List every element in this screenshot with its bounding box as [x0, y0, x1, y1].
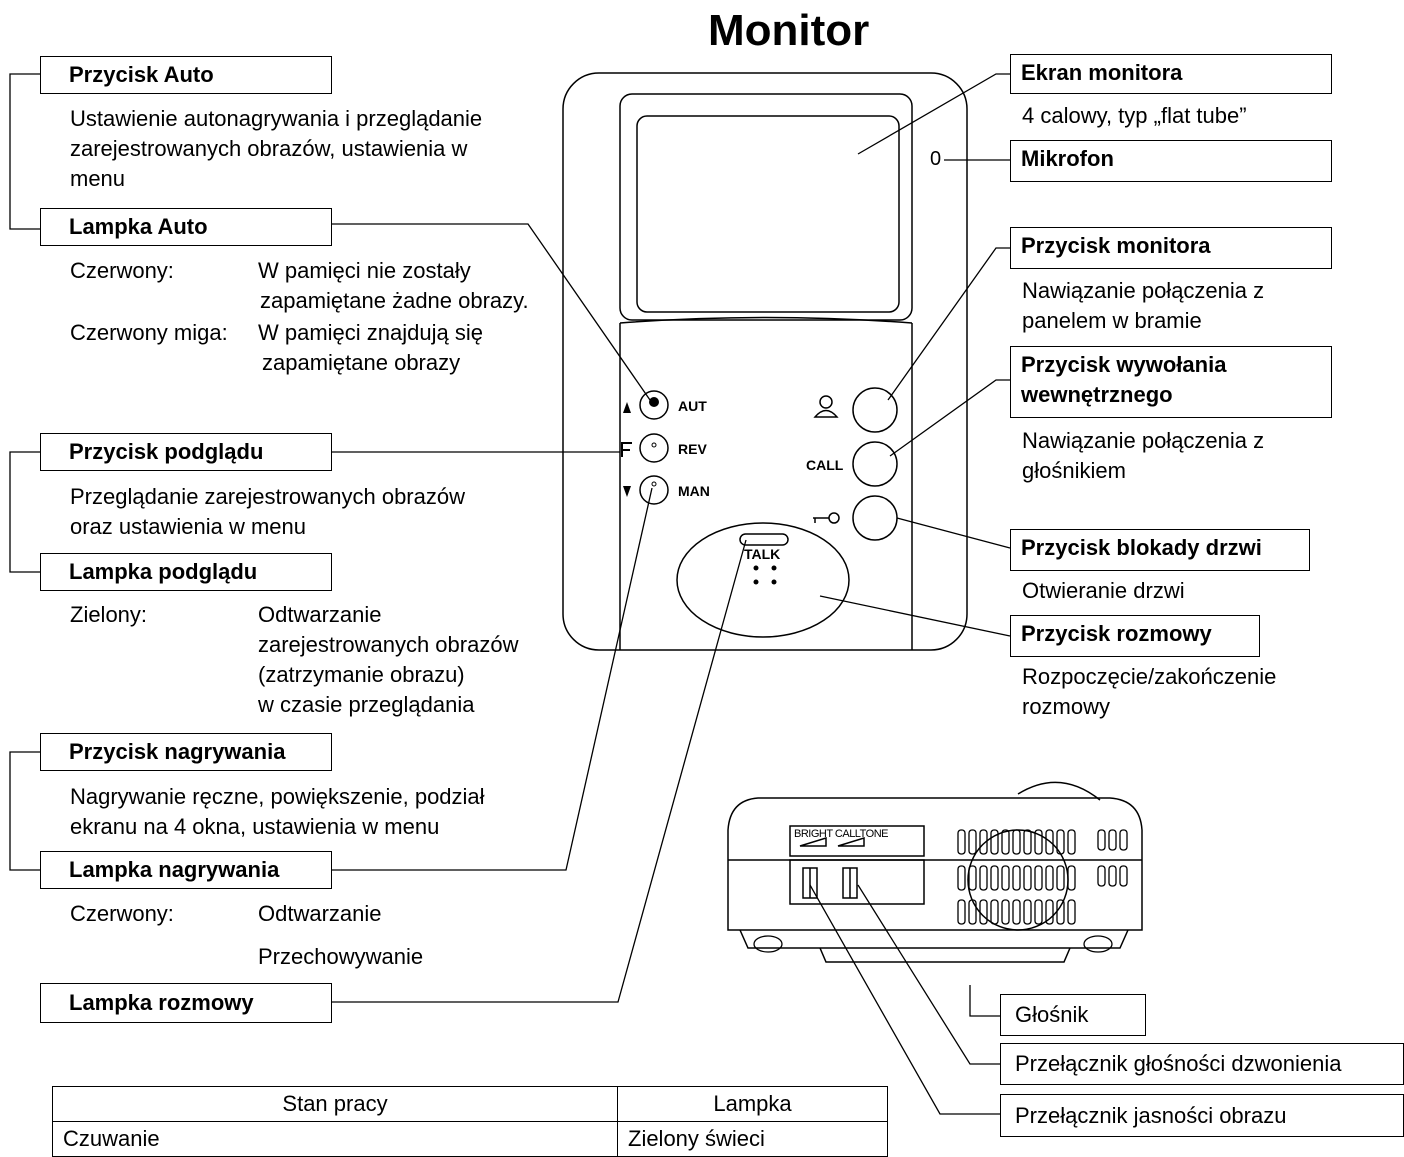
przycisk-auto-desc: Ustawienie autonagrywania i przeglądanie…	[70, 106, 483, 191]
lampka-nagrywania-box: Lampka nagrywania	[40, 851, 332, 889]
table-header-stan: Stan pracy	[52, 1086, 618, 1122]
screen-display	[636, 115, 900, 313]
table-row: Czuwanie Zielony świeci	[52, 1121, 888, 1157]
przycisk-nagrywania-box: Przycisk nagrywania	[40, 733, 332, 771]
bright-calltone-label: BRIGHT CALLTONE	[794, 828, 888, 840]
przycisk-podgladu-box: Przycisk podglądu	[40, 433, 332, 471]
lampka-podgladu-value: Odtwarzanie zarejestrowanych obrazów (za…	[258, 602, 519, 717]
lampka-podgladu-label: Zielony:	[70, 602, 148, 627]
rev-label: REV	[678, 441, 707, 457]
lampka-auto-blink-label: Czerwony miga:	[70, 320, 228, 345]
przycisk-monitora-box: Przycisk monitora	[1010, 227, 1332, 269]
przycisk-podgladu-desc: Przeglądanie zarejestrowanych obrazów or…	[70, 484, 465, 539]
lampka-podgladu-box: Lampka podglądu	[40, 553, 332, 591]
call-button	[852, 441, 898, 487]
lampka-auto-red-label: Czerwony:	[70, 258, 174, 283]
przycisk-nagrywania-desc: Nagrywanie ręczne, powiększenie, podział…	[70, 784, 485, 839]
table-cell: Czuwanie	[52, 1121, 618, 1157]
device-side-view	[727, 781, 1143, 963]
monitor-body	[562, 72, 968, 651]
door-lock-button	[852, 495, 898, 541]
aut-button	[639, 390, 669, 420]
przelacznik-jasnosci-box: Przełącznik jasności obrazu	[1000, 1094, 1404, 1137]
lampka-nagrywania-label: Czerwony:	[70, 901, 174, 926]
lampka-auto-box: Lampka Auto	[40, 208, 332, 246]
screen-bezel	[619, 93, 913, 321]
lampka-rozmowy-box: Lampka rozmowy	[40, 983, 332, 1023]
table-cell: Zielony świeci	[617, 1121, 888, 1157]
przycisk-monitora-desc: Nawiązanie połączenia z panelem w bramie	[1022, 278, 1265, 333]
status-table: Stan pracy Lampka Czuwanie Zielony świec…	[52, 1086, 888, 1157]
monitor-button	[852, 387, 898, 433]
przycisk-auto-box: Przycisk Auto	[40, 56, 332, 94]
przycisk-rozmowy-desc: Rozpoczęcie/zakończenie rozmowy	[1022, 664, 1277, 719]
lampka-nagrywania-value1: Odtwarzanie	[258, 901, 382, 926]
aut-label: AUT	[678, 398, 707, 414]
przycisk-wywolania-box: Przycisk wywołania wewnętrznego	[1010, 346, 1332, 418]
przycisk-blokady-box: Przycisk blokady drzwi	[1010, 529, 1310, 571]
man-label: MAN	[678, 483, 710, 499]
przelacznik-glosnosci-box: Przełącznik głośności dzwonienia	[1000, 1043, 1404, 1085]
man-button	[639, 475, 669, 505]
talk-button	[676, 522, 850, 638]
lampka-nagrywania-value2: Przechowywanie	[258, 944, 424, 969]
microphone-mark: 0	[930, 148, 942, 170]
lampka-auto-red-value: W pamięci nie zostały zapamiętane żadne …	[258, 258, 529, 313]
mikrofon-box: Mikrofon	[1010, 140, 1332, 182]
przycisk-blokady-desc: Otwieranie drzwi	[1022, 578, 1185, 603]
page-title: Monitor	[708, 6, 870, 55]
ekran-monitora-desc: 4 calowy, typ „flat tube”	[1022, 103, 1247, 128]
rev-button	[639, 433, 669, 463]
call-label: CALL	[806, 457, 844, 473]
talk-label: TALK	[744, 546, 781, 562]
glosnik-box: Głośnik	[1000, 994, 1146, 1036]
table-header-lampka: Lampka	[617, 1086, 888, 1122]
przycisk-wywolania-desc: Nawiązanie połączenia z głośnikiem	[1022, 428, 1265, 483]
leader-lines	[9, 73, 1011, 1115]
ekran-monitora-box: Ekran monitora	[1010, 54, 1332, 94]
przycisk-rozmowy-box: Przycisk rozmowy	[1010, 615, 1260, 657]
lampka-auto-blink-value: W pamięci znajdują się zapamiętane obraz…	[258, 320, 483, 375]
